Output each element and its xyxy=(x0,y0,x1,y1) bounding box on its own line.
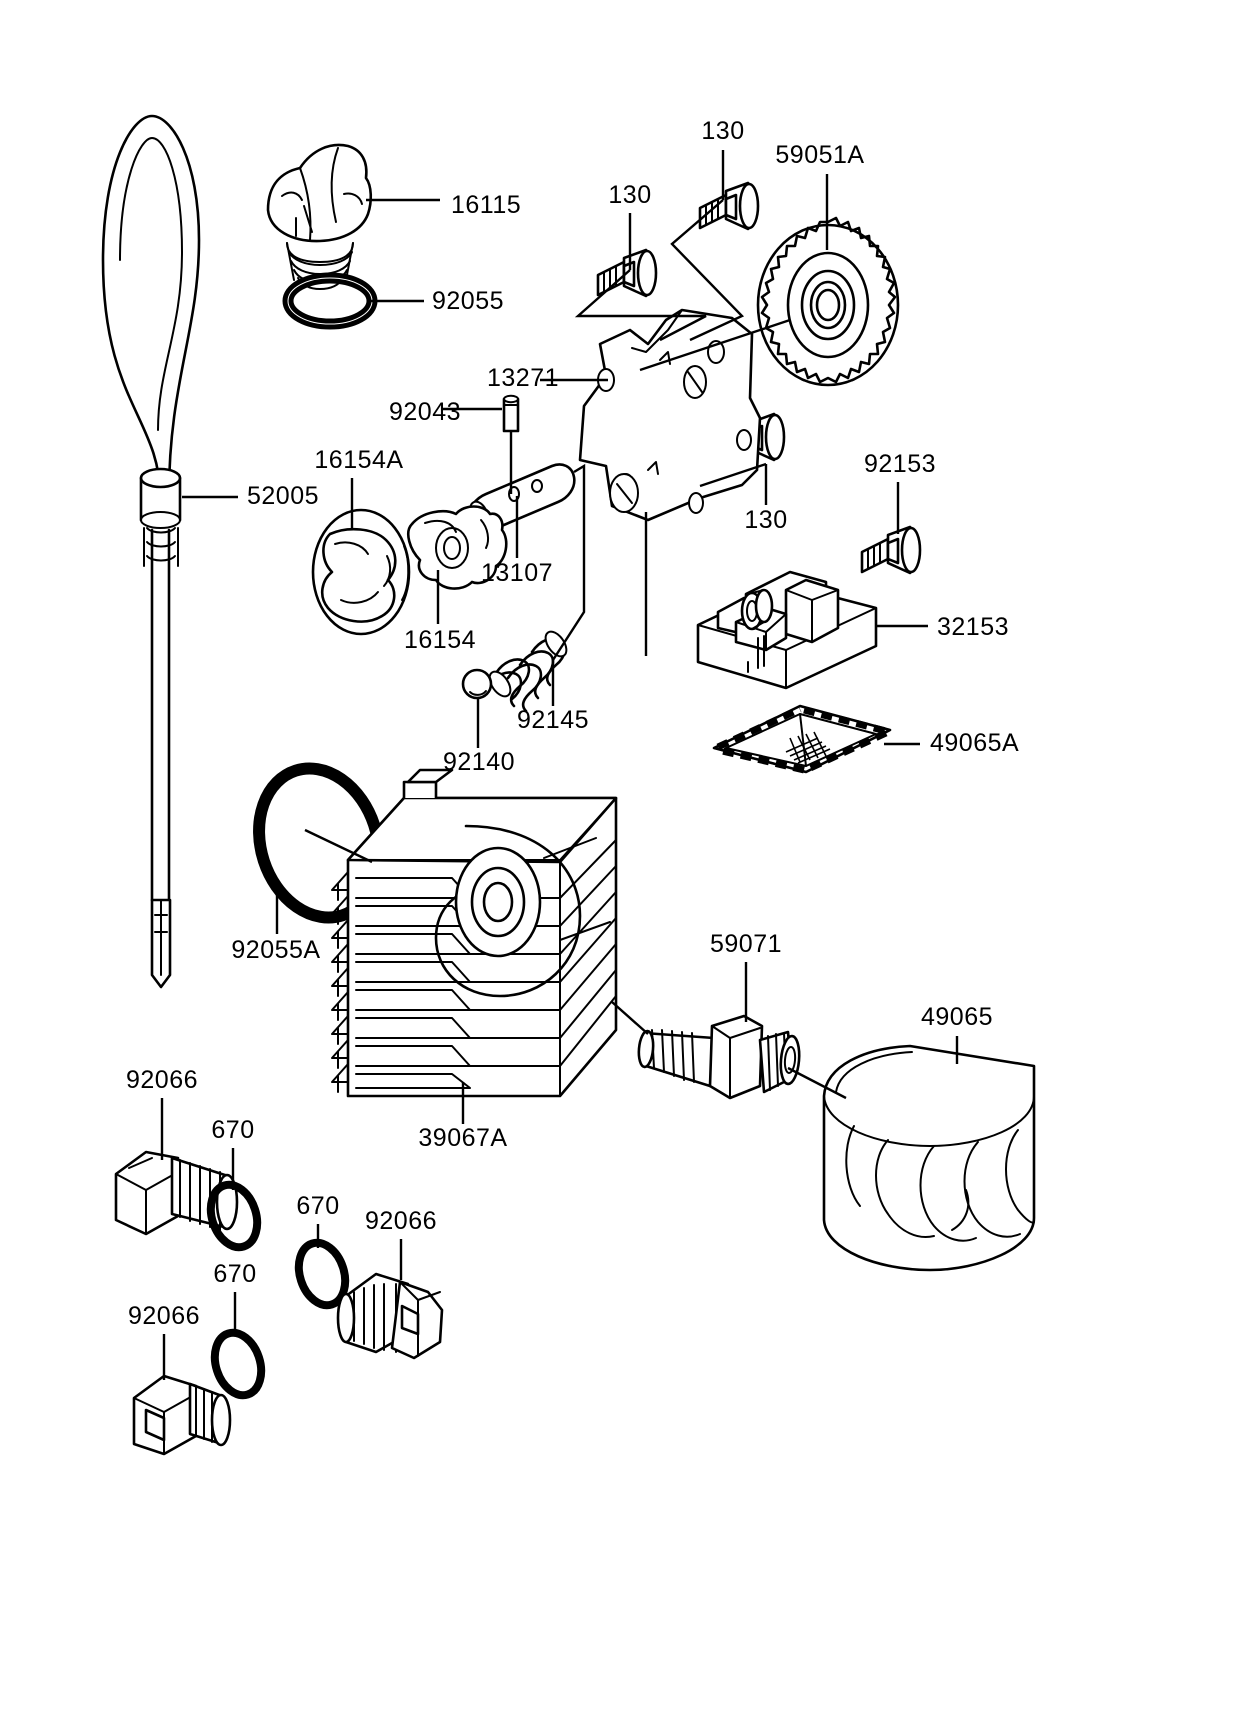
callout-inner-rotor: 16154 xyxy=(403,626,477,654)
part-filler-cap-16115 xyxy=(266,143,373,290)
part-filter-screen-49065A xyxy=(712,704,892,774)
part-o-ring-670-lower xyxy=(210,1328,266,1400)
part-drain-plug-92066-upper-left xyxy=(114,1150,239,1236)
callout-plug-drain-lower-left: 92066 xyxy=(127,1302,201,1330)
part-inner-rotor-16154 xyxy=(407,505,508,590)
leader-lines xyxy=(160,150,959,1380)
callout-bolt-flanged-upper-right: 130 xyxy=(701,117,745,145)
part-oil-pipe-bracket-32153 xyxy=(696,570,878,690)
callout-relief-valve-spring: 92145 xyxy=(516,706,590,734)
callout-oil-filter-cartridge: 49065 xyxy=(920,1003,994,1031)
callout-o-ring-oil-cooler: 92055A xyxy=(231,936,321,964)
part-drain-plug-92066-lower xyxy=(132,1374,232,1456)
part-outer-rotor-16154A xyxy=(311,508,411,636)
callout-oil-filter-screen-gasket: 49065A xyxy=(930,729,1020,757)
callout-pin-dowel: 92043 xyxy=(389,398,462,426)
callout-oil-cooler: 39067A xyxy=(418,1124,508,1152)
part-relief-spring-92145 xyxy=(486,630,568,713)
callout-o-ring-drain-lower: 670 xyxy=(213,1260,257,1288)
part-steel-ball-92140 xyxy=(461,668,493,700)
callout-o-ring-filler-cap: 92055 xyxy=(432,287,505,315)
part-drain-plug-92066-middle xyxy=(336,1272,444,1360)
callout-bolt-relief-bracket: 92153 xyxy=(863,450,937,478)
part-o-ring-92055A xyxy=(253,762,385,924)
callout-oil-pump-shaft: 13107 xyxy=(480,559,554,587)
callout-o-ring-drain-upper-left: 670 xyxy=(211,1116,255,1144)
callout-oil-pipe-bracket: 32153 xyxy=(937,613,1010,641)
part-pump-body-13271 xyxy=(578,308,762,522)
callout-oil-pump-drive-gear: 59051A xyxy=(775,141,865,169)
part-dipstick-52005 xyxy=(101,114,201,989)
callout-oil-pump-body-plate: 13271 xyxy=(487,364,560,392)
part-o-ring-92055 xyxy=(282,272,378,330)
part-oil-cooler-39067A xyxy=(331,768,618,1098)
part-bolt-92153 xyxy=(860,525,922,575)
callout-dipstick-gauge-level: 52005 xyxy=(247,482,320,510)
callout-plug-drain-upper-left: 92066 xyxy=(125,1066,199,1094)
callout-oil-filler-cap: 16115 xyxy=(451,191,522,219)
part-o-ring-670-upper xyxy=(206,1180,262,1252)
callout-o-ring-drain-middle: 670 xyxy=(296,1192,340,1220)
callout-relief-valve-ball-steel: 92140 xyxy=(442,748,516,776)
callout-bolt-flanged-lower: 130 xyxy=(744,506,788,534)
part-filter-bolt-59071 xyxy=(637,1014,801,1100)
callout-outer-rotor: 16154A xyxy=(314,446,404,474)
part-drive-gear-59051A xyxy=(756,216,900,387)
callout-plug-drain-middle-right: 92066 xyxy=(364,1207,438,1235)
callout-oil-filter-mounting-bolt: 59071 xyxy=(709,930,783,958)
part-bolt-130-upper-right xyxy=(698,181,760,231)
part-oil-filter-49065 xyxy=(822,1044,1036,1272)
callout-bolt-flanged-upper-left: 130 xyxy=(608,181,652,209)
part-o-ring-670-middle xyxy=(294,1238,350,1310)
part-dowel-pin-92043 xyxy=(502,394,520,433)
